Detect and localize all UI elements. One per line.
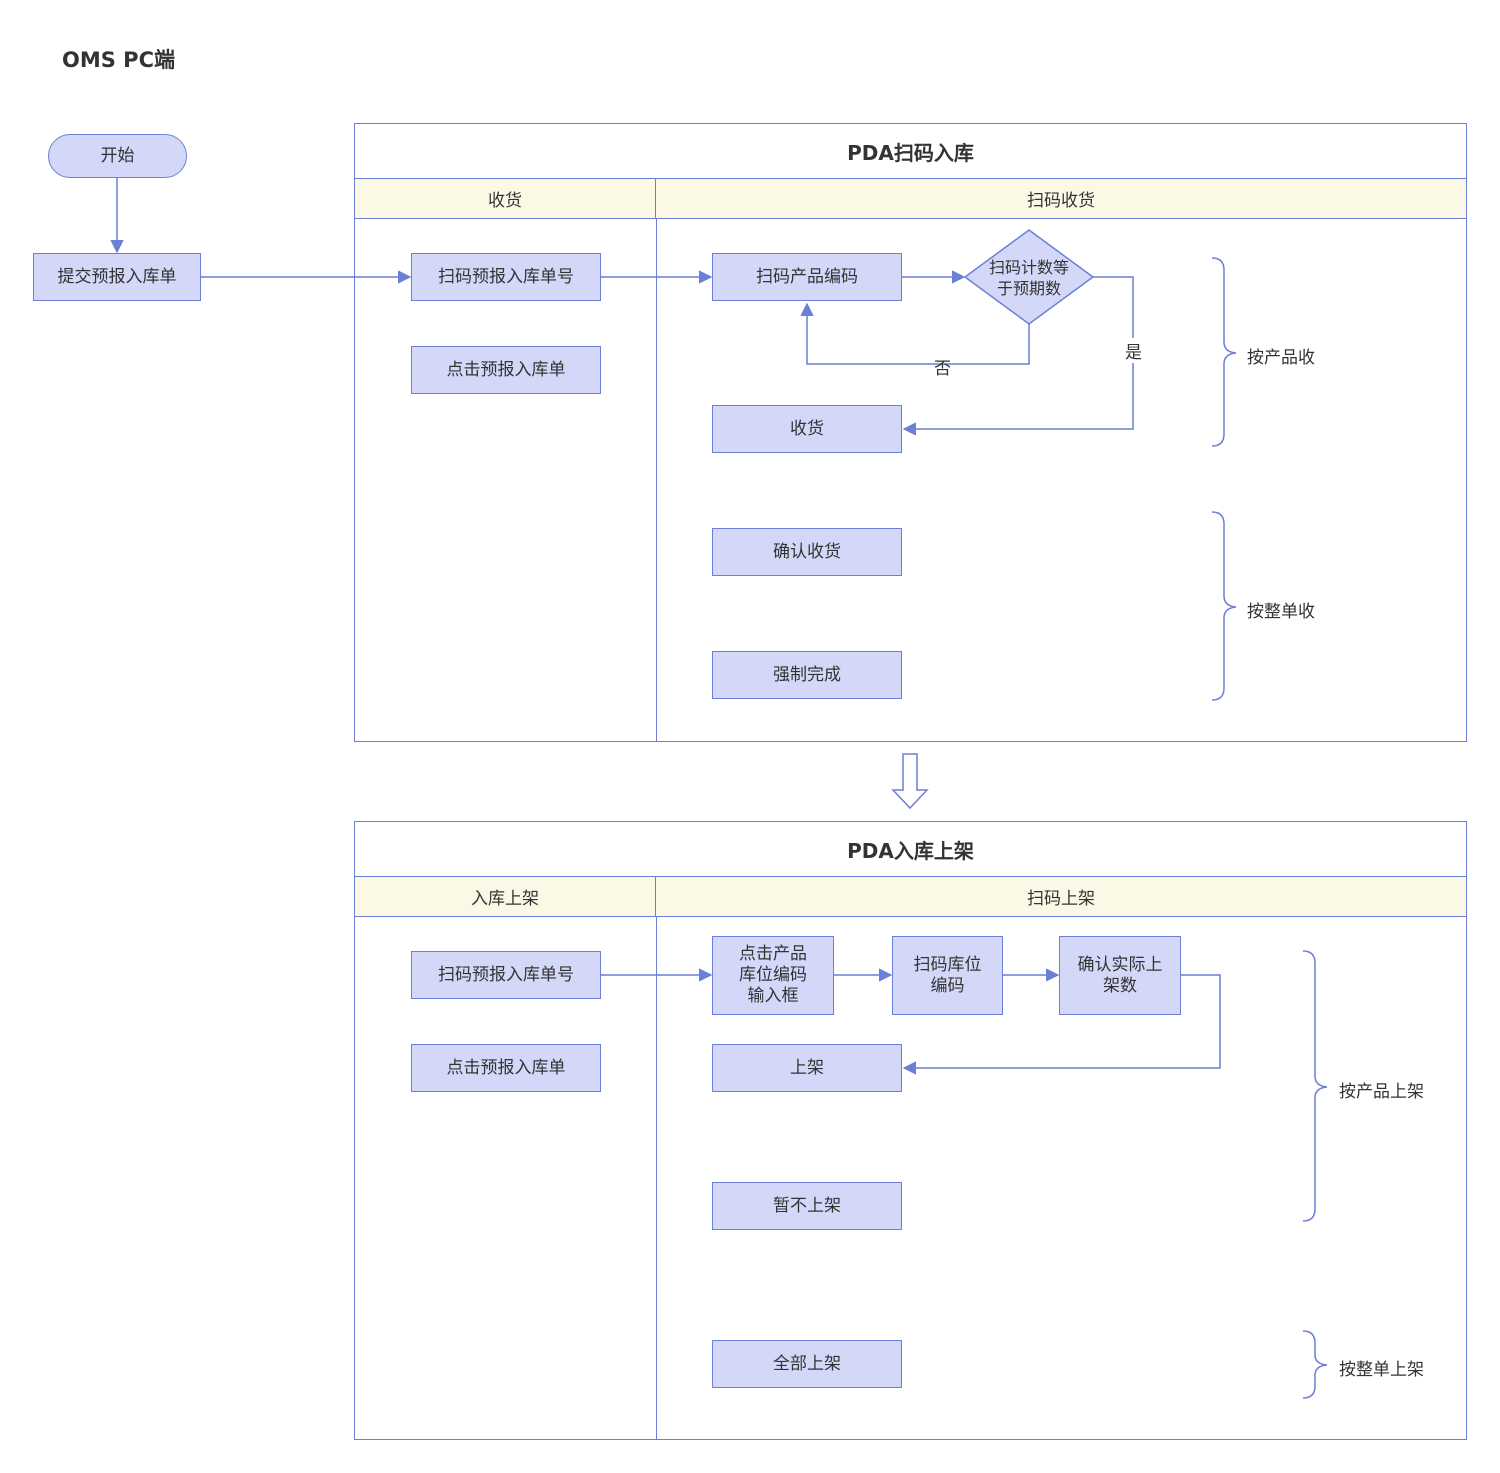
click-order-node[interactable]: 点击预报入库单 <box>411 346 601 394</box>
lane-header-scan-putaway: 扫码上架 <box>656 876 1466 917</box>
click-location-input-node[interactable]: 点击产品 库位编码 输入框 <box>712 936 834 1015</box>
page-title: OMS PC端 <box>62 48 175 72</box>
pool-putaway: PDA入库上架 入库上架 扫码上架 <box>354 821 1467 1440</box>
submit-order-node[interactable]: 提交预报入库单 <box>33 253 201 301</box>
lane-header-scan-receive: 扫码收货 <box>656 178 1466 219</box>
edge-confirm-qty-shelf <box>902 974 1221 1075</box>
decision-label: 扫码计数等 于预期数 <box>988 258 1069 298</box>
brace-by-product-receive <box>1211 257 1237 447</box>
not-now-node[interactable]: 暂不上架 <box>712 1182 902 1230</box>
force-complete-node[interactable]: 强制完成 <box>712 651 902 699</box>
scan-location-node[interactable]: 扫码库位 编码 <box>892 936 1003 1015</box>
scan-order-no-node-2[interactable]: 扫码预报入库单号 <box>411 951 601 999</box>
brace-by-order-shelf <box>1302 1330 1328 1399</box>
receive-node[interactable]: 收货 <box>712 405 902 453</box>
transition-arrow-icon <box>891 753 929 810</box>
confirm-receive-node[interactable]: 确认收货 <box>712 528 902 576</box>
scan-order-no-node[interactable]: 扫码预报入库单号 <box>411 253 601 301</box>
pool-receiving-title: PDA扫码入库 <box>847 140 974 165</box>
edge-decision-no <box>800 302 1030 365</box>
scan-product-code-node[interactable]: 扫码产品编码 <box>712 253 902 301</box>
lane-header-putaway: 入库上架 <box>355 876 656 917</box>
confirm-qty-node[interactable]: 确认实际上 架数 <box>1059 936 1181 1015</box>
start-node[interactable]: 开始 <box>48 134 187 178</box>
brace-label-by-product-receive: 按产品收 <box>1247 348 1315 368</box>
put-on-shelf-node[interactable]: 上架 <box>712 1044 902 1092</box>
brace-label-by-product-shelf: 按产品上架 <box>1339 1082 1424 1102</box>
edge-label-no: 否 <box>934 359 951 379</box>
decision-diamond <box>963 229 1095 325</box>
brace-label-by-order-shelf: 按整单上架 <box>1339 1360 1424 1380</box>
click-order-node-2[interactable]: 点击预报入库单 <box>411 1044 601 1092</box>
brace-label-by-order-receive: 按整单收 <box>1247 602 1315 622</box>
edge-label-yes: 是 <box>1125 338 1142 363</box>
lane-divider <box>656 219 657 741</box>
pool-putaway-title: PDA入库上架 <box>847 838 974 863</box>
lane-divider <box>656 917 657 1439</box>
brace-by-order-receive <box>1211 511 1237 701</box>
lane-header-receive: 收货 <box>355 178 656 219</box>
put-all-node[interactable]: 全部上架 <box>712 1340 902 1388</box>
brace-by-product-shelf <box>1302 950 1328 1222</box>
